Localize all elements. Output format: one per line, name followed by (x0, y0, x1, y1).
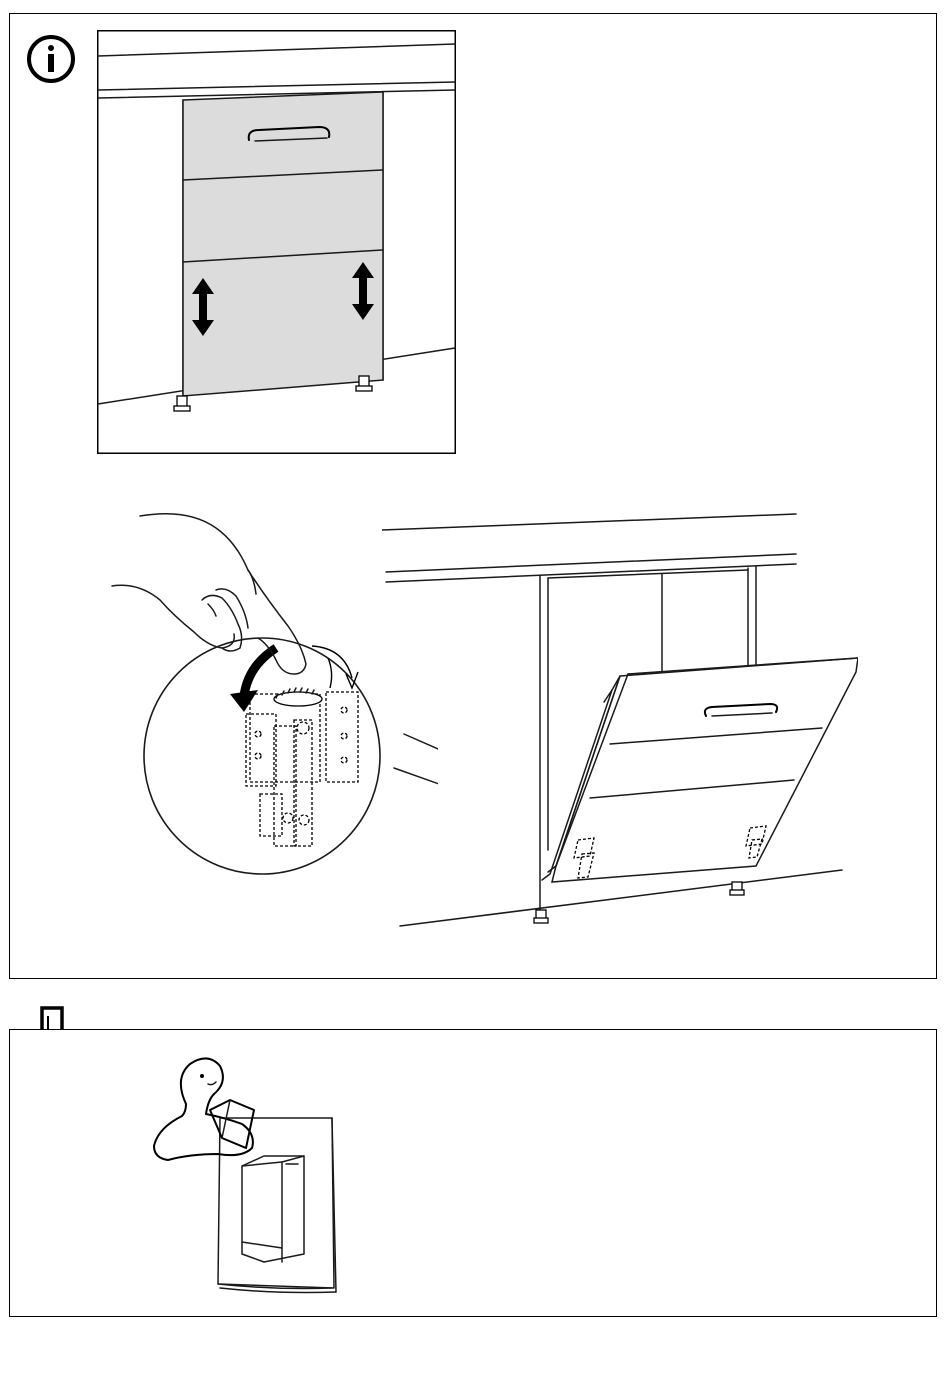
info-circle-icon (25, 33, 77, 85)
dishwasher-door-open-illustration (382, 510, 858, 928)
dishwasher-door-height-illustration (97, 30, 456, 454)
instruction-step-panel (9, 13, 937, 979)
manual-reference-panel (9, 1029, 937, 1317)
manual-reader-icon (146, 1054, 350, 1294)
